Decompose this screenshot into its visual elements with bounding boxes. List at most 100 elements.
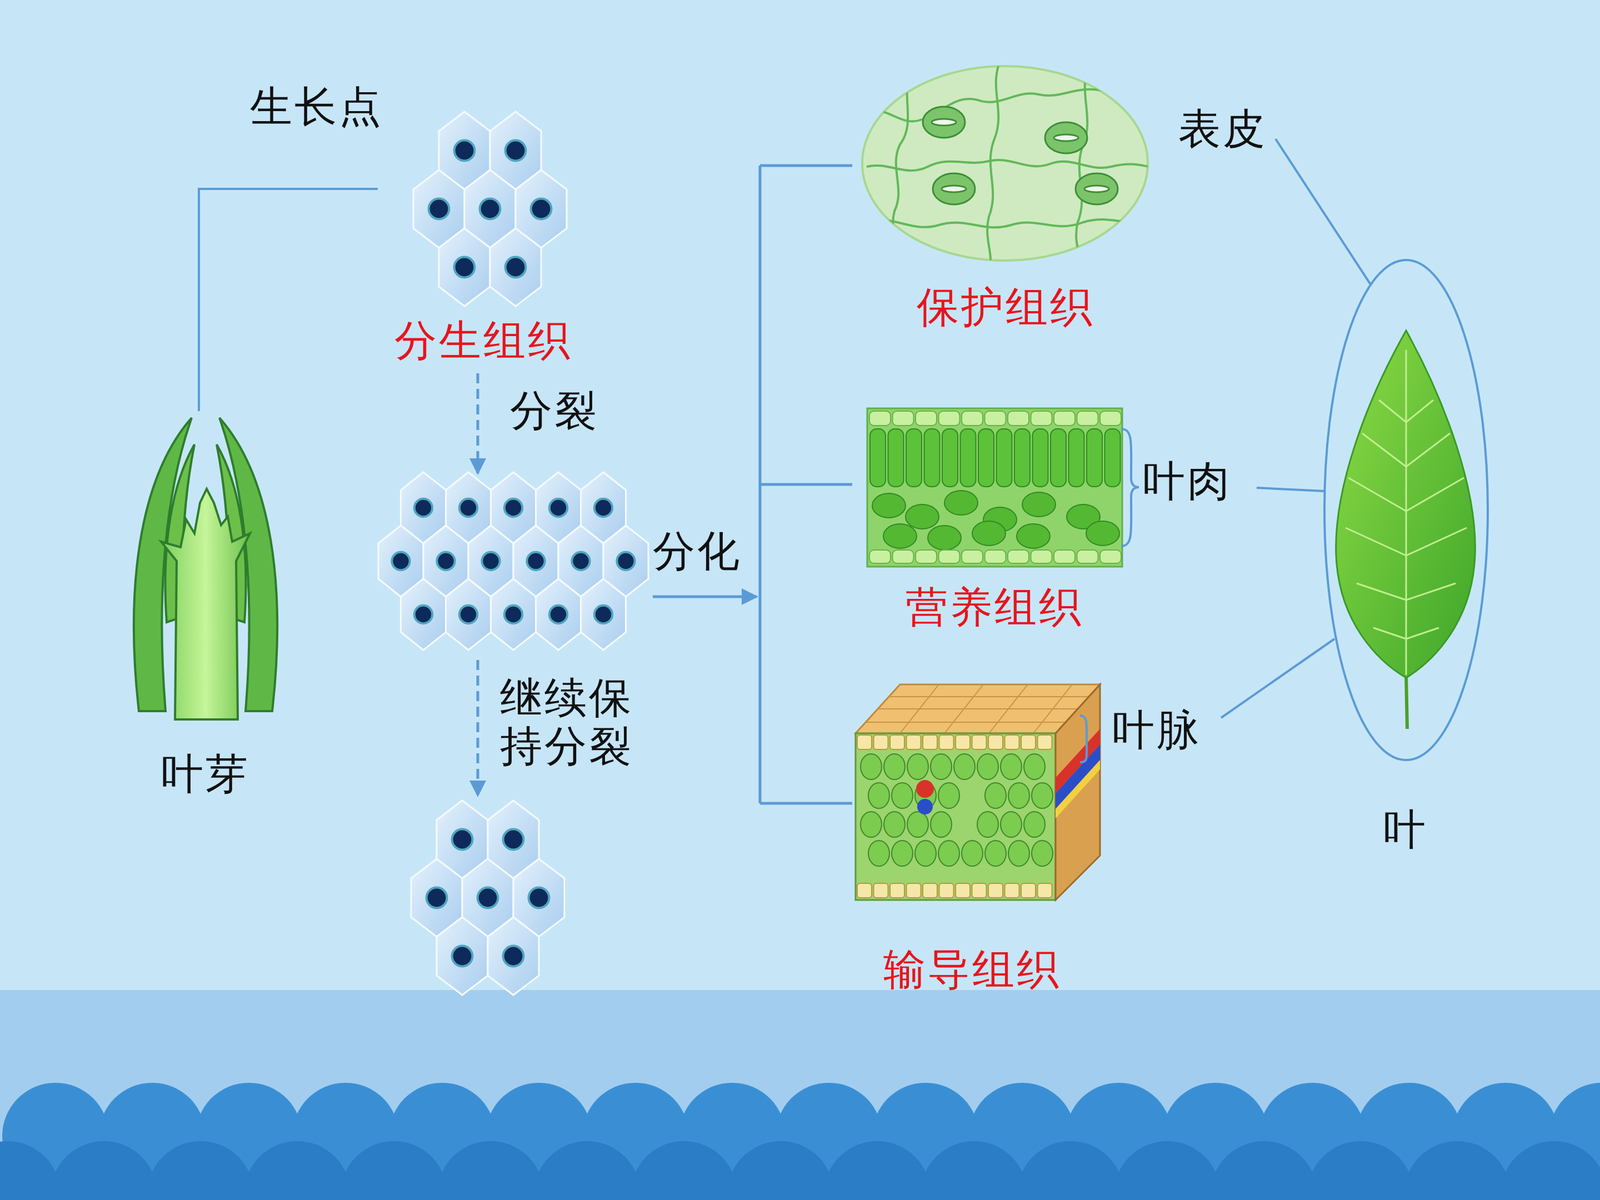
cell bbox=[438, 228, 490, 307]
nucleus bbox=[594, 498, 613, 517]
epidermis-picture bbox=[862, 61, 1150, 267]
drawn-shape bbox=[922, 883, 938, 898]
drawn-shape bbox=[868, 782, 890, 809]
nucleus bbox=[594, 605, 613, 624]
vein-bracket bbox=[1080, 715, 1087, 763]
nucleus bbox=[528, 887, 550, 909]
nucleus bbox=[481, 552, 500, 570]
dashed-arrow bbox=[476, 660, 480, 796]
drawn-shape bbox=[1007, 411, 1029, 426]
drawn-shape bbox=[857, 735, 872, 750]
drawn-shape bbox=[1100, 411, 1122, 426]
drawn-shape bbox=[860, 753, 882, 780]
nucleus bbox=[414, 605, 433, 624]
drawn-shape bbox=[961, 840, 983, 867]
scallop bbox=[823, 1141, 931, 1200]
cell bbox=[401, 578, 447, 650]
drawn-shape bbox=[985, 411, 1007, 426]
scallop bbox=[1210, 1141, 1318, 1200]
leader-lines bbox=[1221, 138, 1371, 718]
drawn-shape bbox=[972, 735, 987, 750]
nucleus bbox=[504, 605, 523, 624]
nucleus bbox=[526, 552, 545, 570]
cell bbox=[581, 578, 627, 650]
drawn-shape bbox=[944, 490, 978, 515]
drawn-shape bbox=[869, 550, 891, 564]
nucleus bbox=[454, 140, 475, 162]
drawn-shape bbox=[922, 735, 938, 750]
drawn-shape bbox=[1005, 883, 1020, 898]
drawn-shape bbox=[961, 550, 983, 564]
drawn-shape bbox=[1053, 411, 1075, 426]
tissue-node: 营养组织 bbox=[855, 402, 1134, 634]
scallop bbox=[1597, 1141, 1600, 1200]
nucleus bbox=[426, 887, 448, 909]
scallop bbox=[727, 1141, 834, 1200]
nucleus bbox=[480, 198, 501, 220]
drawn-shape bbox=[892, 411, 914, 426]
drawn-shape bbox=[988, 735, 1003, 750]
caption: 营养组织 bbox=[905, 582, 1084, 632]
drawn-shape bbox=[1031, 782, 1053, 809]
scallop bbox=[1403, 1141, 1511, 1200]
nucleus bbox=[549, 605, 568, 624]
drawn-shape bbox=[915, 840, 937, 867]
drawn-shape bbox=[888, 428, 904, 487]
drawn-shape bbox=[1086, 428, 1103, 487]
drawn-shape bbox=[930, 753, 952, 780]
tissue-node: 输导组织 bbox=[827, 677, 1117, 996]
cell bbox=[536, 578, 582, 650]
nucleus bbox=[503, 829, 524, 850]
scallop bbox=[533, 1141, 641, 1200]
caption: 叶芽 bbox=[161, 749, 250, 798]
drawn-shape bbox=[873, 883, 889, 898]
drawn-shape bbox=[915, 411, 937, 426]
drawn-shape bbox=[857, 883, 872, 898]
drawn-shape bbox=[972, 521, 1006, 546]
drawn-shape bbox=[1068, 428, 1085, 487]
drawn-shape bbox=[1077, 411, 1099, 426]
label: 表皮 bbox=[1178, 104, 1268, 153]
drawn-shape bbox=[883, 753, 905, 780]
drawn-shape bbox=[907, 811, 929, 838]
drawn-shape bbox=[1023, 811, 1045, 838]
drawn-shape bbox=[1023, 753, 1045, 780]
nucleus bbox=[452, 946, 473, 967]
scallop bbox=[630, 1141, 738, 1200]
label: 生长点 bbox=[250, 82, 384, 131]
nucleus bbox=[505, 140, 527, 162]
drawn-shape bbox=[978, 428, 994, 487]
nucleus bbox=[391, 552, 410, 570]
nucleus bbox=[505, 257, 527, 278]
tissue-node: 叶芽 bbox=[127, 411, 284, 800]
drawn-shape bbox=[891, 840, 913, 867]
scallops bbox=[0, 1082, 1600, 1200]
drawn-shape bbox=[1037, 883, 1053, 898]
tissue-node: 叶 bbox=[1322, 255, 1489, 856]
drawn-shape bbox=[915, 550, 937, 564]
nucleus bbox=[477, 887, 499, 909]
scallop bbox=[437, 1141, 544, 1200]
scallop bbox=[920, 1141, 1028, 1200]
drawn-shape bbox=[1005, 735, 1020, 750]
cell bbox=[490, 228, 542, 307]
drawn-shape bbox=[930, 811, 952, 838]
nucleus bbox=[616, 552, 635, 570]
cell bbox=[436, 917, 488, 995]
drawn-shape bbox=[1037, 735, 1053, 750]
drawn-shape bbox=[955, 735, 970, 750]
drawn-shape bbox=[985, 782, 1007, 809]
drawn-shape bbox=[977, 811, 999, 838]
tissue-node: 保护组织 bbox=[855, 61, 1156, 334]
drawn-shape bbox=[996, 428, 1013, 487]
scallop bbox=[50, 1141, 158, 1200]
connector bbox=[198, 188, 378, 412]
drawn-shape bbox=[985, 840, 1007, 867]
drawn-shape bbox=[939, 735, 954, 750]
drawn-shape bbox=[873, 735, 889, 750]
drawn-shape bbox=[1000, 753, 1022, 780]
nucleus bbox=[503, 946, 524, 967]
drawn-shape bbox=[960, 428, 977, 487]
nucleus bbox=[571, 552, 590, 570]
drawn-shape bbox=[906, 883, 922, 898]
